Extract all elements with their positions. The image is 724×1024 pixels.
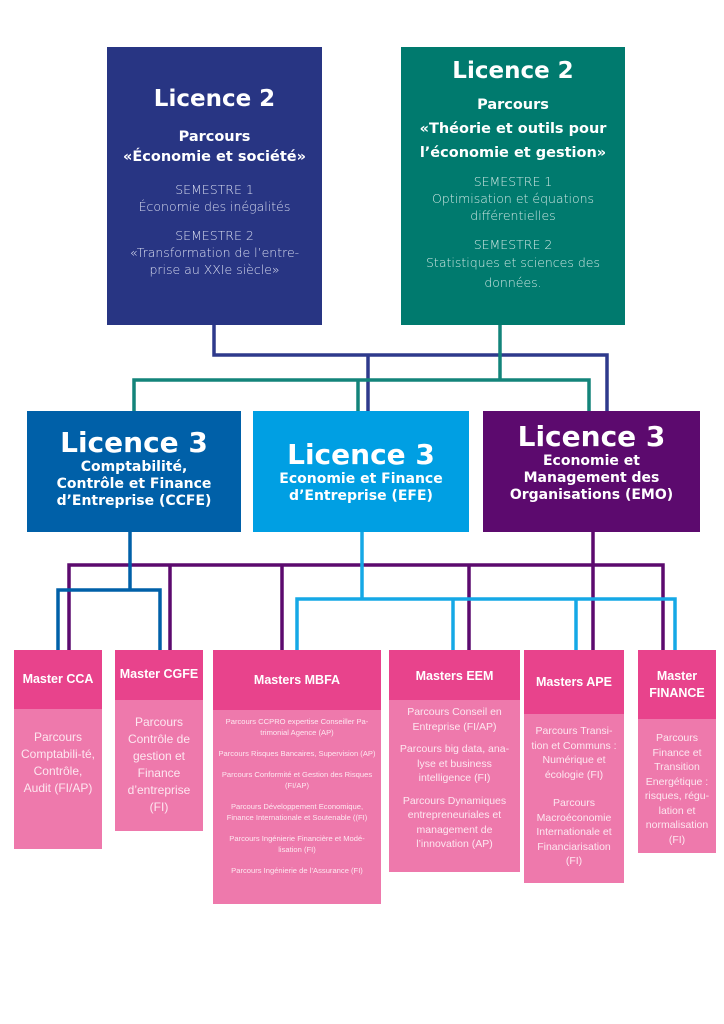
semester-1: SEMESTRE 1 Économie des inégalités [138,182,291,214]
parcours-item: Parcours Conformité et Gestion des Risqu… [221,770,373,790]
parcours-heading: Parcours «Économie et société» [122,129,306,165]
master-parcours-list: Parcours CCPRO expertise Conseiller Pa-t… [213,710,381,904]
master-parcours-list: Parcours Comptabili-té, Contrôle, Audit … [14,709,102,849]
master-title: Master FINANCE [638,650,716,719]
parcours-item: Parcours Conseil en Entreprise (FI/AP) [407,706,502,733]
parcours-item: Parcours Dynamiques entrepreneuriales et… [402,794,507,851]
semester-2: SEMESTRE 2 «Transformation de l’entre-pr… [129,228,300,277]
licence3-subtitle: Comptabilité, Contrôle et Finance d’Entr… [56,459,212,509]
connector-emo-bar [67,563,665,650]
semester-1: SEMESTRE 1 Optimisation et équations dif… [431,174,595,223]
master-cgfe: Master CGFE Parcours Contrôle de gestion… [115,650,203,831]
parcours-item: Parcours Développement Economique, Finan… [226,802,368,822]
licence2-title: Licence 2 [153,86,276,112]
parcours-item: Parcours Ingénierie de l’Assurance (FI) [231,866,363,875]
master-title: Masters EEM [389,650,520,700]
parcours-item: Parcours Finance et Transition Energétiq… [644,732,710,846]
master-title: Masters APE [524,650,624,714]
licence3-emo: Licence 3 Economie et Management des Org… [483,411,700,532]
parcours-item: Parcours CCPRO expertise Conseiller Pa-t… [225,717,369,737]
connector-ccfe-bar [56,588,162,650]
licence2-economie-societe: Licence 2 Parcours «Économie et société»… [107,47,322,325]
master-title: Masters MBFA [213,650,381,710]
parcours-item: Parcours Risques Bancaires, Supervision … [218,749,376,758]
parcours-heading: Parcours «Théorie et outils pour l’écono… [419,97,607,161]
master-parcours-list: Parcours Conseil en Entreprise (FI/AP) P… [389,700,520,872]
connector-efe-bar [295,597,677,650]
master-parcours-list: Parcours Finance et Transition Energétiq… [638,719,716,853]
licence3-ccfe: Licence 3 Comptabilité, Contrôle et Fina… [27,411,241,532]
master-parcours-list: Parcours Contrôle de gestion et Finance … [115,700,203,831]
licence2-title: Licence 2 [452,58,574,84]
semester-2: SEMESTRE 2 Statistiques et sciences des … [425,237,600,290]
master-parcours-list: Parcours Transi-tion et Communs : Numéri… [524,714,624,883]
parcours-item: Parcours Macroéconomie Internationale et… [536,797,612,867]
parcours-item: Parcours Contrôle de gestion et Finance … [127,715,191,814]
parcours-item: Parcours Transi-tion et Communs : Numéri… [531,725,617,781]
licence3-subtitle: Economie et Finance d’Entreprise (EFE) [279,471,443,504]
connector-l2-right-bar [132,378,591,411]
parcours-item: Parcours Comptabili-té, Contrôle, Audit … [20,730,96,795]
masters-eem: Masters EEM Parcours Conseil en Entrepri… [389,650,520,872]
masters-mbfa: Masters MBFA Parcours CCPRO expertise Co… [213,650,381,904]
licence3-title: Licence 3 [60,426,208,459]
master-cca: Master CCA Parcours Comptabili-té, Contr… [14,650,102,849]
master-finance: Master FINANCE Parcours Finance et Trans… [638,650,716,853]
parcours-item: Parcours big data, ana-lyse et business … [399,743,510,784]
licence3-title: Licence 3 [517,420,666,453]
parcours-item: Parcours Ingénierie Financière et Modé-l… [229,834,365,854]
licence3-title: Licence 3 [287,438,435,471]
licence3-subtitle: Economie et Management des Organisations… [509,453,674,503]
masters-ape: Masters APE Parcours Transi-tion et Comm… [524,650,624,883]
master-title: Master CCA [14,650,102,709]
licence2-theorie-outils: Licence 2 Parcours «Théorie et outils po… [401,47,625,325]
connector-l2-left [212,325,609,411]
licence3-efe: Licence 3 Economie et Finance d’Entrepri… [253,411,469,532]
master-title: Master CGFE [115,650,203,700]
